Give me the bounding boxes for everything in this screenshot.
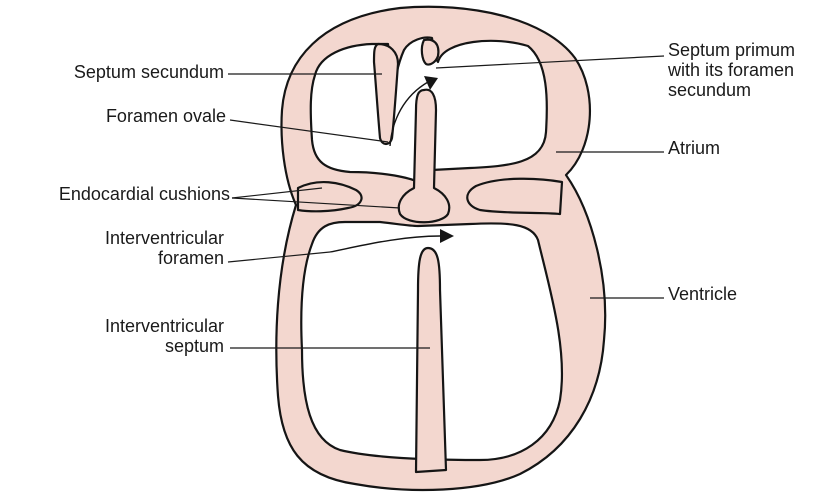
label-foramen-ovale: Foramen ovale: [24, 106, 226, 126]
atrial-septum-column: [399, 90, 449, 223]
label-interventricular-foramen: Interventricular foramen: [24, 228, 224, 268]
label-interventricular-septum: Interventricular septum: [24, 316, 224, 356]
interventricular-septum: [416, 248, 446, 472]
label-atrium: Atrium: [668, 138, 788, 158]
label-ventricle: Ventricle: [668, 284, 808, 304]
label-septum-primum: Septum primum with its foramen secundum: [668, 40, 838, 100]
septum-primum: [422, 40, 439, 65]
interventricular-foramen-arrowhead: [440, 229, 454, 243]
endocardial-cushion-right: [467, 179, 562, 214]
septum-secundum: [374, 44, 398, 144]
label-septum-secundum: Septum secundum: [24, 62, 224, 82]
leader-interventricular-foramen: [228, 252, 330, 262]
label-endocardial-cushions: Endocardial cushions: [4, 184, 230, 204]
